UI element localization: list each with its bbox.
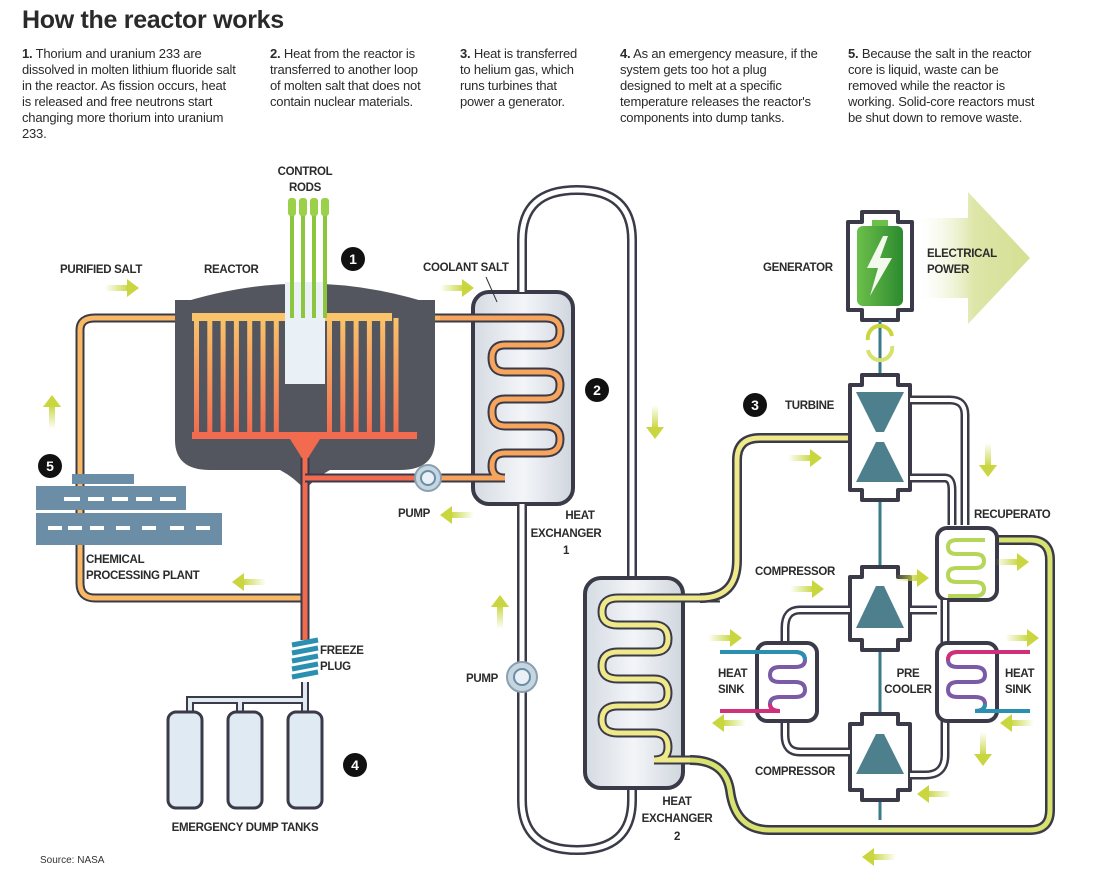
step-3: 3. Heat is transferred to helium gas, wh… [460,46,585,110]
compressor-bottom-label: COMPRESSOR [755,766,836,778]
purified-salt-label: PURIFIED SALT [60,264,142,276]
core-bar [247,318,253,434]
compressor-top [848,565,912,652]
step-text: Heat from the reactor is transferred to … [270,46,421,109]
electrical-power-arrow [918,192,1030,324]
core-bar [327,318,332,434]
source-credit: Source: NASA [40,855,105,866]
lightning-icon [867,236,892,296]
core-bar [366,318,372,434]
badge-1-text: 1 [349,251,357,267]
turbine-label: TURBINE [785,400,835,412]
pump-1-label: PUMP [398,508,431,520]
generator [846,210,914,322]
badge-5-text: 5 [46,458,54,474]
step-text: Heat is transferred to helium gas, which… [460,46,578,109]
step-2: 2. Heat from the reactor is transferred … [270,46,430,110]
dump-tanks [166,710,324,810]
core-bar [233,318,239,434]
turbine [848,373,912,502]
pre-cooler-label-2: COOLER [884,684,932,696]
badge-2-text: 2 [593,382,601,398]
heat-exchanger-1-label: HEAT [565,510,595,522]
step-number: 4. [620,46,631,61]
heat-sink-left-label: HEAT [718,668,748,680]
compressor-bottom [848,712,912,802]
heat-exchanger-1-label-3: 1 [563,545,570,557]
badge-4-text: 4 [351,757,359,773]
badge-3: 3 [743,393,767,417]
chemical-plant-label-2: PROCESSING PLANT [86,570,200,582]
freeze-plug-label-2: PLUG [320,661,351,673]
electrical-power-label-2: POWER [927,264,970,276]
heat-exchanger-2 [583,576,720,790]
core-bar [207,318,213,434]
core-bar [220,318,226,434]
control-rods-label: CONTROL [278,166,333,178]
chemical-processing-plant [36,474,222,545]
badge-1: 1 [341,247,365,271]
heat-sink-left [720,641,819,723]
chemical-plant-label: CHEMICAL [86,554,145,566]
core-bar [260,318,266,434]
heat-sink-right [935,641,1030,723]
core-bar [194,318,199,434]
badge-4: 4 [343,753,367,777]
pump-2 [506,661,538,693]
compressor-top-label: COMPRESSOR [755,566,836,578]
heat-sink-left-label-2: SINK [718,684,745,696]
reactor-label: REACTOR [204,264,260,276]
recuperator [935,526,999,602]
badge-2: 2 [585,378,609,402]
badge-5: 5 [38,454,62,478]
step-text: Because the salt in the reactor core is … [848,46,1035,125]
step-number: 1. [22,46,33,61]
core-bar [273,318,279,434]
control-rods-label-2: RODS [289,182,322,194]
coolant-salt-label: COOLANT SALT [423,262,509,274]
badge-3-text: 3 [751,397,759,413]
heat-sink-right-label: HEAT [1005,668,1035,680]
core-bar [393,318,399,434]
pre-cooler-label: PRE [897,668,920,680]
electrical-power-label: ELECTRICAL [927,248,997,260]
freeze-plug-label: FREEZE [320,645,364,657]
step-1: 1. Thorium and uranium 233 are dissolved… [22,46,237,142]
dump-tanks-label: EMERGENCY DUMP TANKS [172,822,319,834]
freeze-plug [291,637,319,682]
recuperator-label: RECUPERATO [974,509,1051,521]
heat-sink-right-label-2: SINK [1005,684,1032,696]
generator-label: GENERATOR [763,262,834,274]
heat-exchanger-2-label-2: EXCHANGER [642,813,714,825]
core-bar [340,318,346,434]
pump-2-label: PUMP [466,673,499,685]
step-5: 5. Because the salt in the reactor core … [848,46,1048,126]
step-number: 5. [848,46,859,61]
step-4: 4. As an emergency measure, if the syste… [620,46,820,126]
core-bar [353,318,359,434]
heat-exchanger-2-label: HEAT [662,796,692,808]
heat-exchanger-1 [440,290,575,506]
page-title: How the reactor works [22,6,284,34]
step-number: 2. [270,46,281,61]
step-number: 3. [460,46,471,61]
core-bar [380,318,386,434]
step-text: As an emergency measure, if the system g… [620,46,818,125]
step-text: Thorium and uranium 233 are dissolved in… [22,46,236,141]
reactor-vessel [175,198,435,490]
heat-exchanger-1-label-2: EXCHANGER [531,528,603,540]
control-rods [285,198,329,384]
rotation-icon [865,323,895,363]
pump-1 [414,464,442,492]
heat-exchanger-2-label-3: 2 [674,831,680,843]
